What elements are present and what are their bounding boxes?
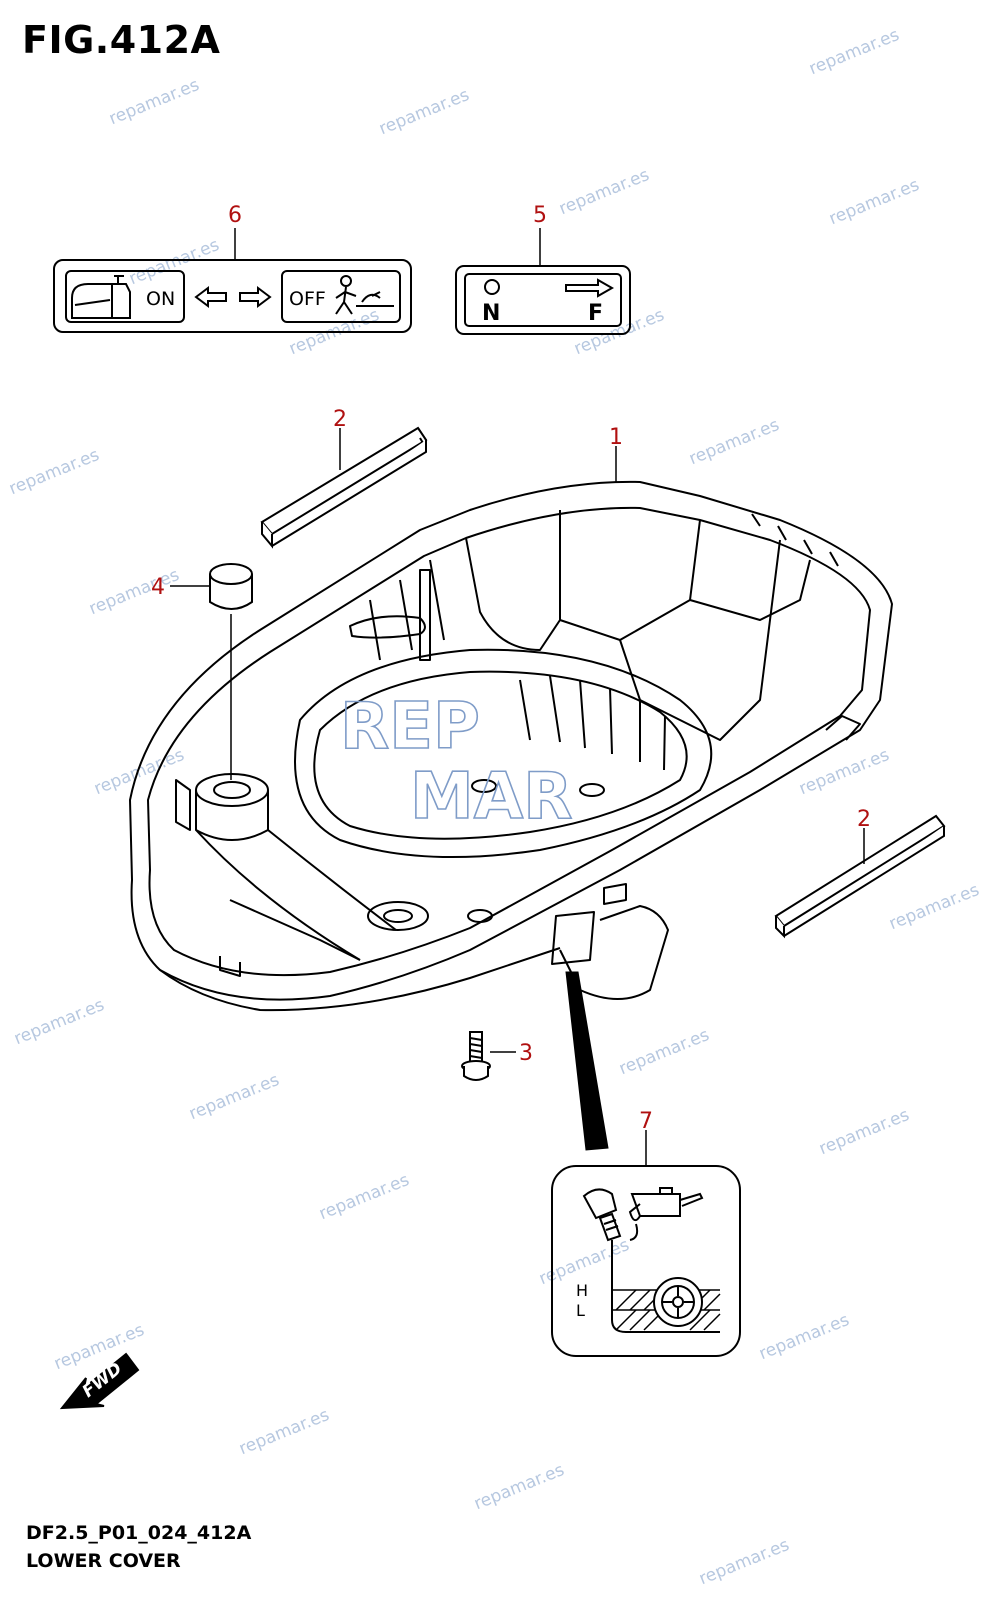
decal-outer-border — [53, 259, 412, 333]
part-5-decal — [455, 265, 631, 335]
oil-can-icon — [628, 1187, 704, 1241]
on-label: ON — [146, 288, 175, 310]
f-label: F — [588, 301, 603, 326]
person-icon — [335, 275, 394, 315]
callout-2-right: 2 — [857, 807, 871, 832]
callouts: 1 2 2 3 4 5 6 7 — [151, 203, 871, 1134]
neutral-circle-icon — [484, 279, 500, 295]
callout-6: 6 — [228, 203, 242, 228]
fwd-arrow-icon: FWD — [59, 1352, 140, 1410]
forward-arrow-icon — [565, 278, 615, 298]
callout-1: 1 — [609, 425, 623, 450]
decal-off-panel — [281, 270, 401, 323]
part-7-oil-level-decal — [551, 1165, 741, 1357]
figure-title: FIG.412A — [22, 18, 221, 62]
dipstick-cap-icon — [582, 1188, 618, 1220]
decal-outer-border — [455, 265, 631, 335]
n-label: N — [482, 301, 500, 326]
low-mark-label: L — [576, 1301, 585, 1320]
callout-3: 3 — [519, 1041, 533, 1066]
callout-4: 4 — [151, 575, 165, 600]
part-1-lower-cover — [129, 480, 893, 1012]
part-2-seal-strip-right — [774, 814, 946, 939]
part-6-decal — [53, 259, 412, 333]
dipstick-rod — [611, 1240, 720, 1333]
leader-lines — [170, 228, 865, 1166]
part-3-bolt — [461, 1031, 516, 1081]
logo-text-bottom: MAR — [410, 760, 573, 834]
part-4-collar — [209, 563, 253, 780]
double-arrow-icon — [194, 286, 272, 308]
callout-7: 7 — [639, 1109, 653, 1134]
callout-2-upper: 2 — [333, 407, 347, 432]
detail-pointer — [565, 971, 609, 1151]
part-2-seal-strip-upper — [260, 426, 428, 549]
off-label: OFF — [289, 288, 326, 310]
decal-on-panel — [65, 270, 185, 323]
callout-5: 5 — [533, 203, 547, 228]
figure-code: DF2.5_P01_024_412A — [26, 1522, 252, 1544]
decal-inner-border — [464, 273, 622, 327]
high-mark-label: H — [576, 1281, 588, 1300]
repamar-logo: REP MAR — [339, 689, 573, 835]
fuel-tank-icon — [71, 275, 131, 319]
figure-name: LOWER COVER — [26, 1550, 181, 1572]
logo-text-top: REP — [340, 690, 480, 764]
gear-icon — [653, 1277, 703, 1327]
